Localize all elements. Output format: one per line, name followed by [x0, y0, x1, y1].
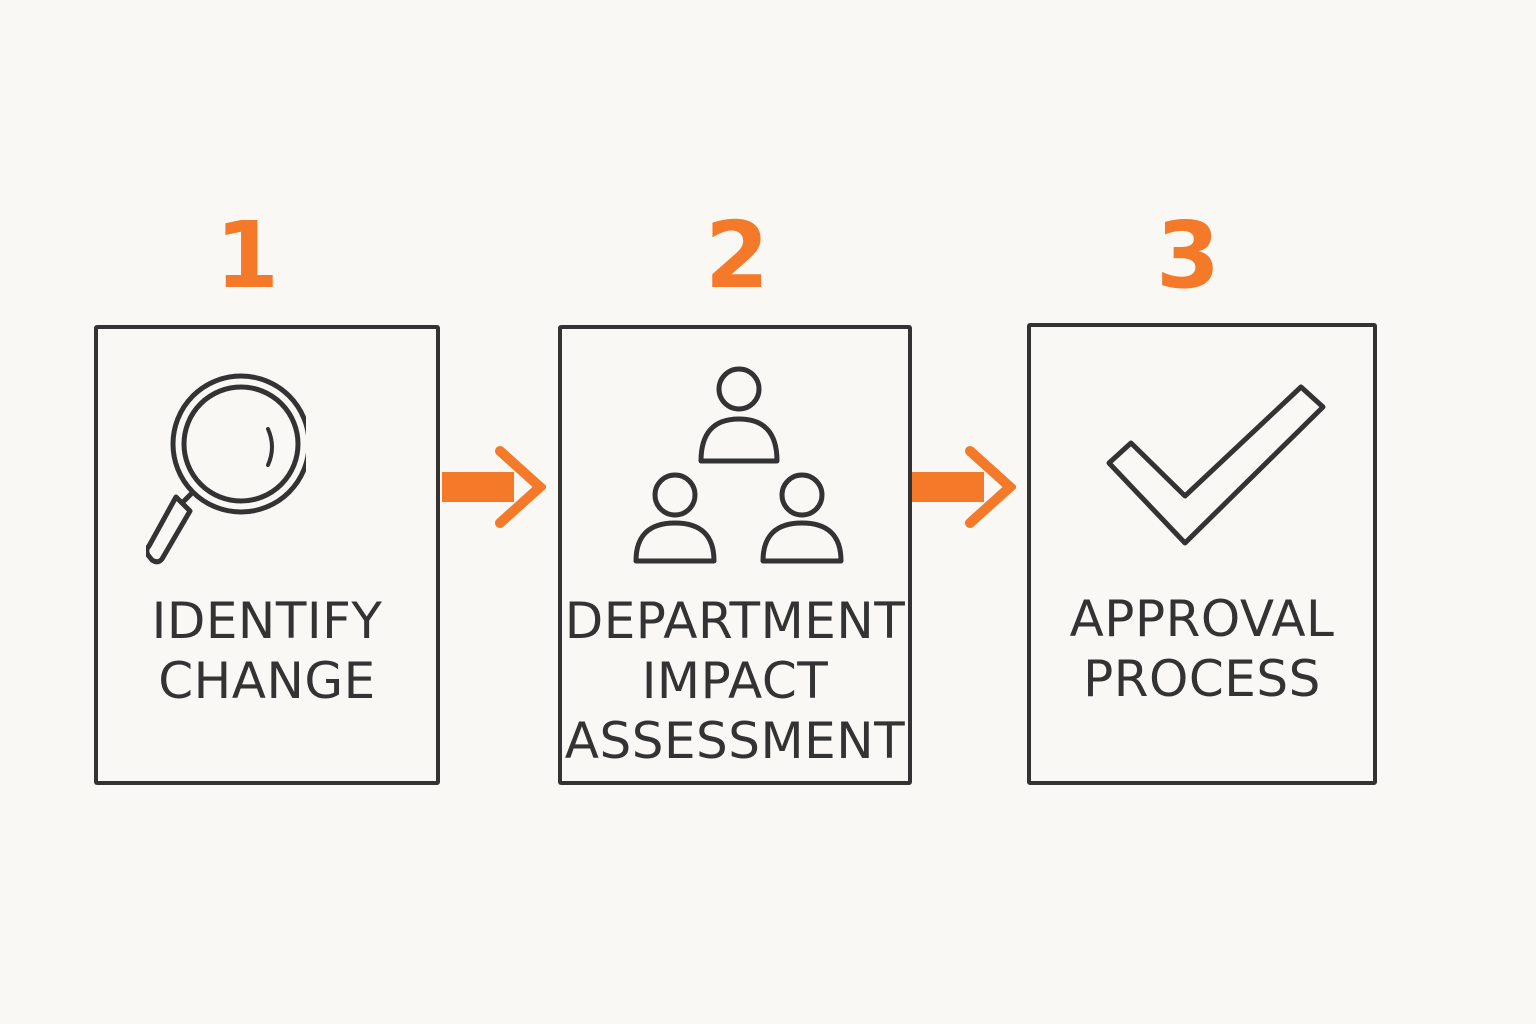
step-1-number: 1 — [214, 202, 279, 309]
step-2-label: DEPARTMENT IMPACT ASSESSMENT — [562, 591, 908, 771]
magnifying-glass-icon — [146, 373, 306, 565]
step-2-label-line-1: DEPARTMENT — [564, 592, 906, 650]
step-3-box: APPROVAL PROCESS — [1027, 323, 1377, 785]
step-3-number: 3 — [1155, 202, 1220, 309]
people-group-icon — [633, 366, 844, 564]
arrow-right-icon — [442, 446, 546, 528]
step-3-label-line-1: APPROVAL — [1069, 590, 1335, 648]
step-3-label-line-2: PROCESS — [1083, 650, 1321, 708]
step-3-label: APPROVAL PROCESS — [1031, 589, 1373, 709]
step-2-box: DEPARTMENT IMPACT ASSESSMENT — [558, 325, 912, 785]
arrow-right-icon — [912, 446, 1016, 528]
step-2-label-line-2: IMPACT — [641, 652, 829, 710]
step-2-label-line-3: ASSESSMENT — [564, 712, 906, 770]
step-1-box: IDENTIFY CHANGE — [94, 325, 440, 785]
step-2-number: 2 — [704, 202, 769, 309]
step-1-label: IDENTIFY CHANGE — [98, 591, 436, 711]
step-1-label-line-2: CHANGE — [158, 652, 376, 710]
checkmark-icon — [1106, 384, 1326, 546]
step-1-label-line-1: IDENTIFY — [151, 592, 383, 650]
